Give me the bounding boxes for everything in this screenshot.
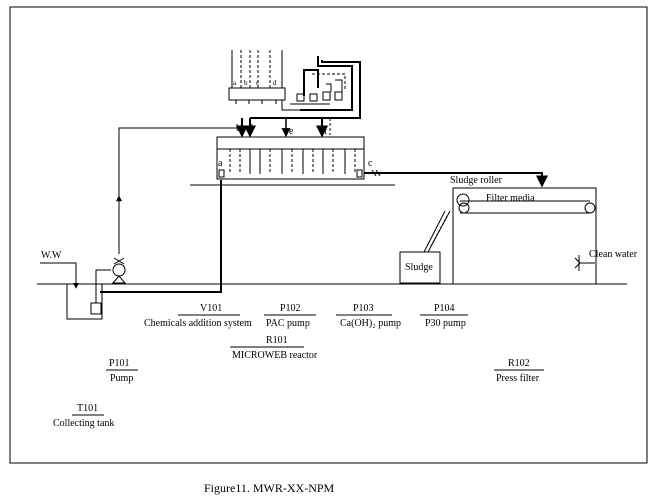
flow-valve-c	[371, 169, 381, 177]
clean-water-outlet	[574, 255, 595, 271]
svg-text:a: a	[218, 158, 223, 169]
ww-inflow	[40, 262, 79, 289]
svg-text:V101: V101	[200, 303, 222, 314]
svg-text:e: e	[289, 126, 294, 137]
svg-text:PAC pump: PAC pump	[266, 318, 310, 329]
svg-text:d: d	[248, 123, 253, 134]
sludge-chute	[423, 210, 451, 253]
clean-water-label: Clean water	[589, 249, 638, 260]
svg-text:R102: R102	[508, 358, 530, 369]
legend-v101: V101 Chemicals addition system	[144, 303, 252, 329]
svg-text:P101: P101	[109, 358, 130, 369]
filter-media-label: Filter media	[486, 193, 535, 204]
pump-p101	[111, 257, 127, 284]
sludge-roller-label: Sludge roller	[450, 175, 503, 186]
svg-text:Ca(OH)₂ pump: Ca(OH)₂ pump	[340, 318, 401, 329]
svg-text:P104: P104	[434, 303, 455, 314]
svg-text:c: c	[368, 158, 373, 169]
svg-text:R101: R101	[266, 335, 288, 346]
svg-text:T101: T101	[77, 403, 98, 414]
svg-text:P30 pump: P30 pump	[425, 318, 466, 329]
svg-text:c: c	[256, 79, 259, 87]
svg-text:Chemicals addition system: Chemicals addition system	[144, 318, 252, 329]
legend-p104: P104 P30 pump	[420, 303, 468, 329]
svg-text:Collecting tank: Collecting tank	[53, 418, 114, 429]
svg-text:b: b	[244, 79, 248, 87]
legend-t101: T101 Collecting tank	[53, 403, 114, 429]
filter-feed-line	[364, 172, 548, 188]
press-filter	[452, 187, 597, 285]
svg-text:Pump: Pump	[110, 373, 133, 384]
svg-text:a: a	[233, 79, 237, 87]
chemical-line-labels: a b c d	[233, 79, 277, 87]
figure-caption: Figure11. MWR-XX-NPM	[204, 481, 335, 495]
sludge-label: Sludge	[405, 262, 433, 273]
microweb-reactor	[216, 136, 365, 180]
sludge-container	[399, 251, 441, 284]
collecting-tank	[66, 269, 111, 320]
feed-line	[100, 127, 242, 293]
chemicals-addition-system	[228, 50, 361, 119]
legend-p101: P101 Pump	[106, 358, 138, 384]
svg-text:MICROWEB reactor: MICROWEB reactor	[232, 350, 318, 361]
svg-text:Press filter: Press filter	[496, 373, 540, 384]
dosing-lines	[236, 118, 331, 138]
legend-p102: P102 PAC pump	[264, 303, 316, 329]
svg-text:f: f	[324, 126, 328, 137]
legend-r101: R101 MICROWEB reactor	[230, 335, 318, 361]
svg-text:d: d	[273, 79, 277, 87]
legend-p103: P103 Ca(OH)₂ pump	[336, 303, 401, 329]
legend-r102: R102 Press filter	[494, 358, 544, 384]
figure-frame	[9, 6, 648, 464]
svg-text:P102: P102	[280, 303, 301, 314]
svg-text:P103: P103	[353, 303, 374, 314]
ww-label: W.W	[41, 250, 62, 261]
